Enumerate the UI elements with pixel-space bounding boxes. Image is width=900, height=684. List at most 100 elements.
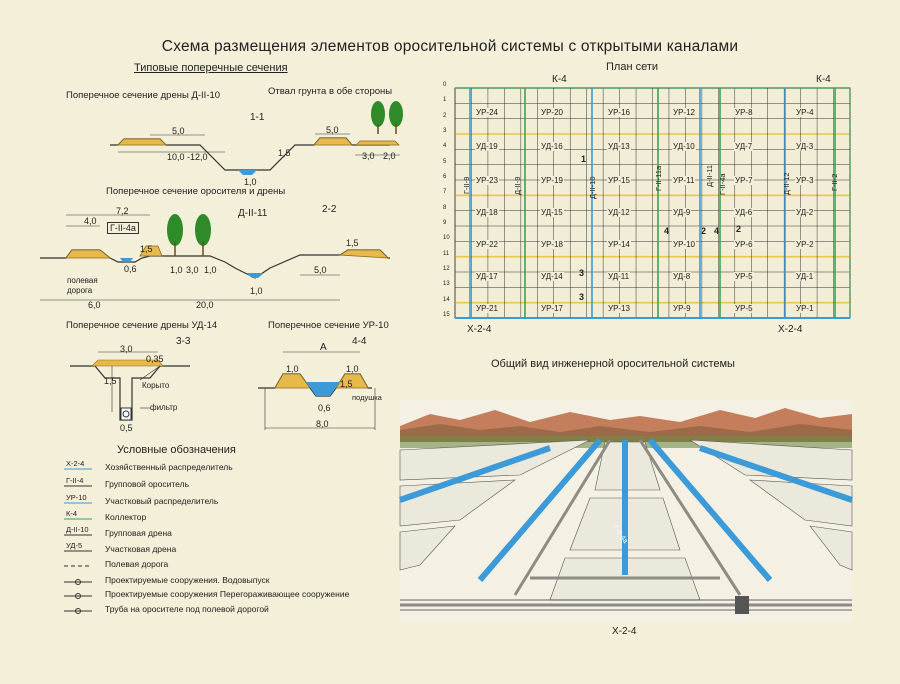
legend-text: Хозяйственный распределитель (105, 462, 233, 472)
plan-row-number: 11 (443, 250, 450, 257)
plan-section-mark: 2 (736, 224, 742, 234)
plan-plot-label: УД-19 (475, 142, 499, 151)
cs2-dim: 7,2 (116, 206, 129, 216)
cs3-dim: 0,5 (120, 423, 133, 433)
plan-row-number: 4 (443, 143, 447, 150)
legend-symbol: Г-II-4 (66, 476, 84, 485)
legend-symbol: Х-2-4 (66, 459, 85, 468)
plan-row-number: 7 (443, 189, 447, 196)
tree-icon (371, 101, 403, 134)
legend-line-icon (64, 518, 92, 520)
legend-line-icon (64, 593, 92, 599)
plan-row-number: 2 (443, 112, 447, 119)
plan-plot-label: УД-9 (672, 208, 692, 217)
cs2-dim: 1,0 (204, 265, 217, 275)
cs1-dim: 10,0 -12,0 (167, 152, 208, 162)
plan-plot-label: УД-8 (672, 272, 692, 281)
typical-sections-heading: Типовые поперечные сечения (134, 62, 288, 74)
plan-plot-label: УР-9 (672, 304, 692, 313)
cs2-dim: 5,0 (314, 265, 327, 275)
cs1-dim: 5,0 (326, 125, 339, 135)
cs3-section-id: 3-3 (176, 336, 191, 347)
cs4-pad: подушка (352, 393, 382, 402)
overview-heading: Общий вид инженерной оросительной систем… (491, 358, 735, 370)
plan-vertical-label: Г-II-2 (830, 173, 839, 191)
plan-section-mark: 2 (701, 226, 707, 236)
plan-section-mark: 3 (579, 268, 585, 278)
plan-vertical-label: Д-II-11 (705, 164, 714, 187)
cs1-spoil-note: Отвал грунта в обе стороны (268, 86, 393, 97)
plan-row-number: 15 (443, 311, 450, 318)
plan-plot-label: УД-18 (475, 208, 499, 217)
legend-symbol: Д-II-10 (66, 525, 89, 534)
plan-row-number: 1 (443, 97, 447, 104)
legend-symbol: УД-5 (66, 541, 83, 550)
legend-text: Групповая дрена (105, 528, 172, 538)
plan-row-number: 3 (443, 127, 447, 134)
plan-vertical-label: Г-II-4а (718, 173, 727, 195)
plan-plot-label: УР-19 (540, 176, 564, 185)
plan-plot-label: УД-12 (607, 208, 631, 217)
plan-plot-label: УД-2 (795, 208, 815, 217)
plan-vertical-label: Д-II-10 (588, 176, 597, 199)
legend-text: Проектируемые сооружения. Водовыпуск (105, 575, 270, 585)
cs1-dim: 1,5 (278, 148, 291, 158)
legend-line-icon (64, 502, 92, 504)
cs4-dim: 0,6 (318, 403, 331, 413)
plan-row-number: 10 (443, 235, 450, 242)
legend-text: Полевая дорога (105, 559, 169, 569)
plan-row-number: 12 (443, 265, 450, 272)
plan-plot-label: УР-14 (607, 240, 631, 249)
plan-section-mark: 4 (714, 226, 720, 236)
plan-plot-label: УР-12 (672, 108, 696, 117)
overview-illustration (399, 400, 853, 622)
legend-title: Условные обозначения (117, 444, 236, 456)
plan-plot-label: УД-7 (734, 142, 754, 151)
cs2-dim: 4,0 (84, 216, 97, 226)
cs3-dim: 1,5 (104, 376, 117, 386)
tree-icon (167, 214, 211, 256)
cs3-trough: Корыто (142, 381, 170, 390)
plan-plot-label: УД-6 (734, 208, 754, 217)
page-title: Схема размещения элементов оросительной … (161, 38, 739, 55)
plan-plot-label: УР-22 (475, 240, 499, 249)
plan-plot-label: УР-17 (540, 304, 564, 313)
legend-symbol: К-4 (66, 509, 78, 518)
plan-plot-label: УР-20 (540, 108, 564, 117)
legend-text: Проектируемые сооружения Перегораживающе… (105, 589, 350, 599)
plan-plot-label: УР-24 (475, 108, 499, 117)
plan-distributor-left: Х-2-4 (467, 324, 492, 335)
cs2-drain-label: Д-II-11 (238, 208, 268, 219)
plan-plot-label: УР-23 (475, 176, 499, 185)
plan-plot-label: УД-14 (540, 272, 564, 281)
cs2-dim: 1,5 (346, 238, 359, 248)
plan-plot-label: УР-5 (734, 272, 754, 281)
plan-plot-label: УД-11 (607, 272, 631, 281)
cs2-dim: 1,5 (140, 244, 153, 254)
plan-plot-label: УР-16 (607, 108, 631, 117)
plan-plot-label: УД-3 (795, 142, 815, 151)
cs2-dim: 1,0 (170, 265, 183, 275)
cs1-dim: 5,0 (172, 126, 185, 136)
cs2-field-road: полевая дорога (67, 276, 98, 295)
cs2-dim: 1,0 (250, 286, 263, 296)
legend-line-icon (64, 565, 92, 567)
plan-row-number: 6 (443, 173, 447, 180)
plan-distributor-right: Х-2-4 (778, 324, 803, 335)
cs1-dim: 2,0 (383, 151, 396, 161)
plan-plot-label: УД-16 (540, 142, 564, 151)
legend-line-icon (64, 608, 92, 614)
cs4-heading: Поперечное сечение УР-10 (268, 320, 389, 331)
cs4-dim: 8,0 (316, 419, 329, 429)
plan-plot-label: УР-4 (795, 108, 815, 117)
plan-plot-label: УР-5 (734, 304, 754, 313)
cs2-dim: 20,0 (196, 300, 214, 310)
plan-vertical-label: Д-II-9 (513, 176, 522, 195)
plan-collector-right: К-4 (816, 74, 831, 85)
plan-plot-label: УР-1 (795, 304, 815, 313)
plan-plot-label: УР-13 (607, 304, 631, 313)
